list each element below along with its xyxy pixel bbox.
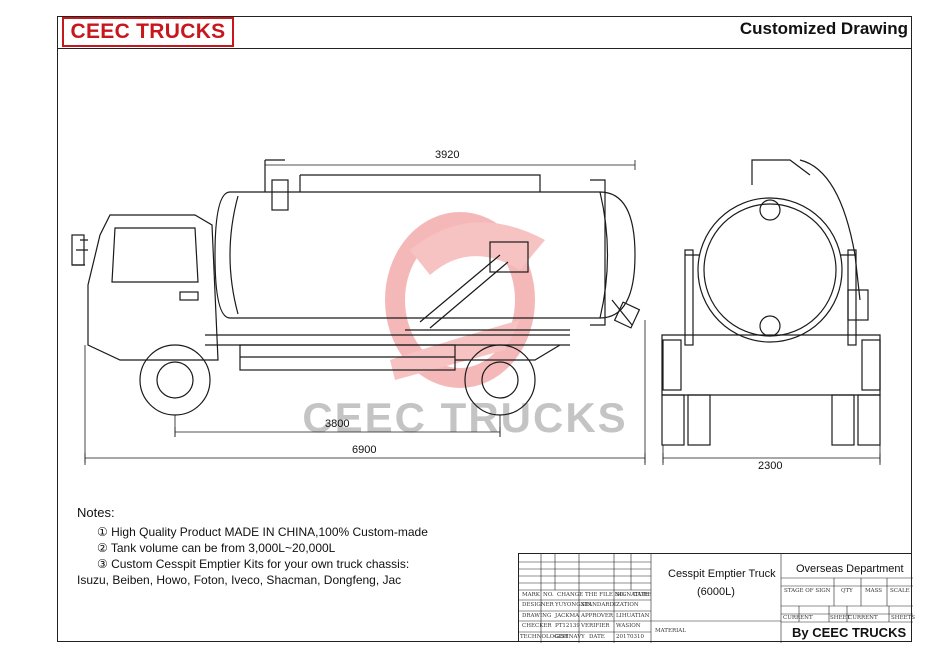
tb-stage: STAGE OF SIGN — [784, 588, 831, 594]
note-item: ① High Quality Product MADE IN CHINA,100… — [97, 525, 428, 539]
tb-row-value: WASION — [616, 623, 641, 629]
tb-row-value: LIHUATIAN — [616, 613, 650, 619]
tb-hdr: SIGNATURE — [616, 592, 652, 598]
dimension-overall-length: 6900 — [352, 444, 377, 456]
tb-sheet: CURRENT — [783, 615, 813, 621]
tb-stage: SCALE — [890, 588, 910, 594]
brand-watermark: CEEC TRUCKS — [302, 394, 627, 441]
tb-stage: MASS — [865, 588, 883, 594]
brand-logo: CEEC TRUCKS — [62, 17, 234, 47]
note-item: ③ Custom Cesspit Emptier Kits for your o… — [97, 557, 410, 571]
tb-sheet: SHEET — [830, 615, 851, 621]
dimension-wheelbase: 3800 — [325, 418, 350, 430]
tb-hdr: DATE — [633, 592, 649, 598]
dimension-tank-length: 3920 — [435, 149, 460, 161]
signature: By CEEC TRUCKS — [792, 625, 907, 640]
side-view — [71, 159, 641, 416]
rear-view — [661, 159, 881, 446]
page-title: Customized Drawing — [739, 19, 908, 38]
product-capacity: (6000L) — [697, 586, 735, 598]
tb-stage: QTY — [841, 588, 853, 594]
header-divider — [57, 48, 912, 49]
tb-row-value: GOHNAVY — [555, 634, 585, 640]
tb-row-label: DESIGNER — [522, 602, 554, 608]
tb-row-label: DATE — [589, 634, 605, 640]
tb-row-label: STANDARDIZATION — [581, 602, 639, 608]
drawing-frame — [57, 16, 912, 642]
tb-hdr: MARK — [522, 592, 540, 598]
note-item: ② Tank volume can be from 3,000L~20,000L — [97, 541, 336, 555]
title-block-grid — [519, 554, 913, 643]
tb-row-label: APPROVER — [581, 613, 614, 619]
dimension-lines — [84, 160, 881, 465]
department: Overseas Department — [796, 563, 904, 575]
tb-row-label: DRAWING — [522, 613, 552, 619]
tb-row-label: CHECKER — [522, 623, 552, 629]
tb-hdr: NO. — [543, 592, 554, 598]
logo-watermark-icon — [385, 212, 545, 388]
tb-row-value: PT12139 — [555, 623, 580, 629]
tb-row-label: VERIFIER — [581, 623, 610, 629]
tb-sheet: SHEETS — [891, 615, 916, 621]
notes-heading: Notes: — [77, 505, 115, 520]
tb-row-value: YUYONGXIN — [555, 602, 592, 608]
product-name: Cesspit Emptier Truck — [668, 568, 776, 580]
material-label: MATERIAL — [655, 628, 686, 634]
tb-hdr: CHANGE THE FILE NO. — [557, 592, 626, 598]
tb-row-value: 20170310 — [616, 634, 644, 640]
tb-row-value: JACKMA — [555, 613, 580, 619]
dimension-overall-width: 2300 — [758, 460, 783, 472]
title-block: MARK NO. CHANGE THE FILE NO. SIGNATURE D… — [518, 553, 916, 643]
tb-sheet: CURRENT — [848, 615, 878, 621]
notes-section: Notes: ① High Quality Product MADE IN CH… — [77, 505, 428, 588]
tb-row-label: TECHNOLOGIST — [520, 634, 569, 640]
chassis-list: Isuzu, Beiben, Howo, Foton, Iveco, Shacm… — [77, 573, 402, 587]
